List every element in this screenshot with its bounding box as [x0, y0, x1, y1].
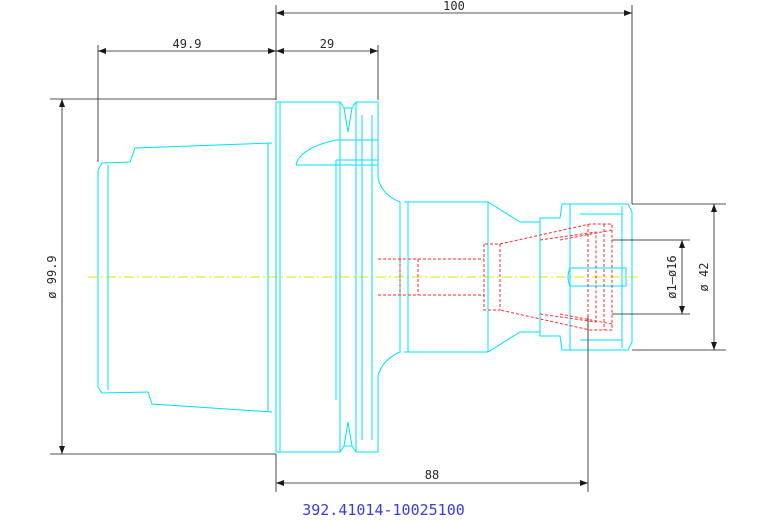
overall-length-label: 100 — [443, 0, 465, 13]
dimension-clamping-range: ø1–ø16 — [612, 239, 690, 315]
nut-diameter-label: ø 42 — [697, 263, 711, 292]
dimension-flange-diameter: ø 99.9 — [45, 98, 276, 455]
internal-bore-hidden-lines — [378, 223, 613, 331]
collet-nut-outline — [539, 203, 633, 351]
dimension-nut-diameter: ø 42 — [632, 203, 726, 351]
clamping-range-label: ø1–ø16 — [665, 255, 679, 298]
taper-shank-outline — [97, 142, 273, 413]
gauge-length-label: 88 — [425, 468, 439, 482]
flange-length-label: 29 — [320, 37, 334, 51]
taper-length-label: 49.9 — [173, 37, 202, 51]
flange-diameter-label: ø 99.9 — [45, 255, 59, 298]
dimension-gauge-length: 88 — [275, 316, 589, 492]
part-number: 392.41014-10025100 — [302, 501, 465, 519]
dimension-flange-length: 29 — [276, 37, 379, 100]
dimension-taper-length: 49.9 — [97, 37, 276, 162]
